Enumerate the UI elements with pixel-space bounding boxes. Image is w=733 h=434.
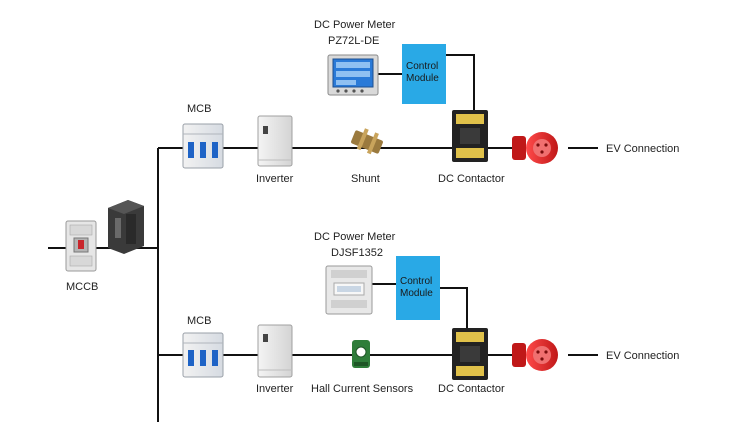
top-ev-label: EV Connection	[606, 143, 679, 155]
mccb-icon	[65, 220, 97, 272]
bottom-mcb-label: MCB	[187, 315, 211, 327]
bottom-meter-title: DC Power Meter	[314, 231, 396, 243]
top-control-to-contactor-wire	[446, 54, 475, 110]
top-ev-plug-icon	[512, 132, 558, 164]
bottom-ev-plug-icon	[512, 339, 558, 371]
mccb-label: MCCB	[66, 281, 98, 293]
top-inverter-icon	[257, 115, 293, 167]
bottom-meter-model: DJSF1352	[331, 247, 383, 259]
top-mcb-icon	[182, 123, 224, 169]
bottom-control-to-contactor-wire	[440, 287, 468, 330]
bottom-sensor-label: Hall Current Sensors	[311, 383, 414, 395]
shunt-icon	[351, 128, 383, 155]
top-inverter-label: Inverter	[256, 173, 294, 185]
bottom-control-line2: Module	[400, 288, 433, 299]
top-meter-icon	[327, 54, 379, 96]
top-meter-model: PZ72L-DE	[328, 35, 379, 47]
bottom-control-line1: Control	[400, 276, 432, 287]
top-control-module: Control Module	[402, 44, 446, 104]
bottom-control-module: Control Module	[396, 256, 440, 320]
top-mcb-label: MCB	[187, 103, 211, 115]
top-meter-title: DC Power Meter	[314, 19, 396, 31]
bottom-meter-icon	[325, 265, 373, 315]
top-control-line1: Control	[406, 61, 438, 72]
hall-sensor-icon	[352, 340, 370, 368]
top-sensor-label: Shunt	[351, 173, 380, 185]
mccb-enclosure-icon	[108, 200, 144, 254]
top-contactor-icon	[452, 110, 488, 162]
bottom-inverter-icon	[257, 324, 293, 378]
bottom-contactor-icon	[452, 328, 488, 380]
bottom-mcb-icon	[182, 332, 224, 378]
top-contactor-label: DC Contactor	[438, 173, 505, 185]
bottom-contactor-label: DC Contactor	[438, 383, 505, 395]
bottom-inverter-label: Inverter	[256, 383, 294, 395]
bottom-ev-label: EV Connection	[606, 350, 679, 362]
top-control-line2: Module	[406, 73, 439, 84]
